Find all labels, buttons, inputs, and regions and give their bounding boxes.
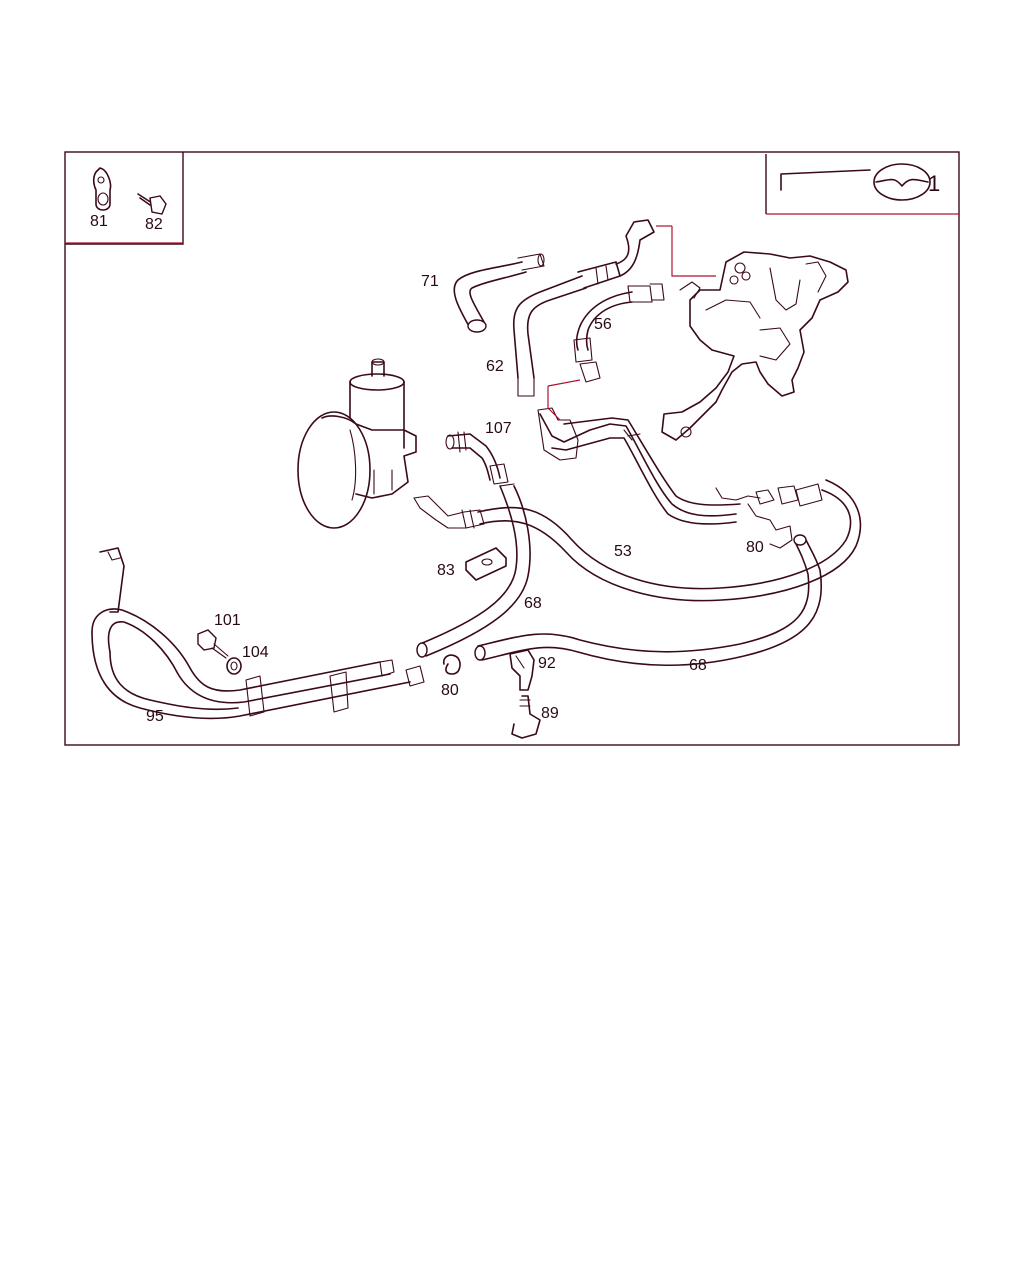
- callout-56: 56: [594, 316, 612, 333]
- fitting-107-drawing: [445, 431, 509, 485]
- steering-gearbox-drawing: [656, 225, 849, 441]
- callout-82: 82: [145, 216, 163, 233]
- bolt-82-drawing: [137, 193, 167, 215]
- callout-104: 104: [242, 644, 269, 661]
- callout-80-lower: 80: [441, 682, 459, 699]
- washer-104-drawing: [226, 657, 242, 675]
- callout-92: 92: [538, 655, 556, 672]
- mount-83-drawing: [465, 547, 507, 581]
- steering-orientation-inset: 1: [765, 154, 959, 215]
- callout-62: 62: [486, 358, 504, 375]
- callout-80-upper: 80: [746, 539, 764, 556]
- clamp-80-lower-drawing: [442, 654, 461, 675]
- callout-83: 83: [437, 562, 455, 579]
- pressure-lines-drawing: [537, 379, 823, 549]
- callout-107: 107: [485, 420, 512, 437]
- legend-glyph: 1: [928, 171, 940, 196]
- callout-68-left: 68: [524, 595, 542, 612]
- bolt-101-drawing: [197, 629, 229, 659]
- clip-81-drawing: [92, 167, 112, 211]
- oil-cooler-95-drawing: [91, 547, 425, 720]
- hose-53-drawing: [413, 479, 862, 602]
- callout-89: 89: [541, 705, 559, 722]
- diagram-frame: [64, 151, 960, 746]
- inset-fasteners: [65, 152, 184, 245]
- connector-92-drawing: [509, 649, 535, 691]
- hose-56-drawing: [573, 283, 665, 383]
- hose-68-right-drawing: [474, 534, 822, 667]
- callout-81: 81: [90, 213, 108, 230]
- hose-62-drawing: [512, 219, 655, 397]
- connector-89-drawing: [511, 695, 541, 739]
- steering-wheel-icon: [873, 163, 931, 201]
- callout-95: 95: [146, 708, 164, 725]
- hose-68-left-drawing: [416, 483, 531, 658]
- callout-101: 101: [214, 612, 241, 629]
- callout-68-right: 68: [689, 657, 707, 674]
- callout-71: 71: [421, 273, 439, 290]
- power-steering-pump-drawing: [297, 358, 417, 529]
- callout-53: 53: [614, 543, 632, 560]
- hose-71-drawing: [453, 253, 545, 333]
